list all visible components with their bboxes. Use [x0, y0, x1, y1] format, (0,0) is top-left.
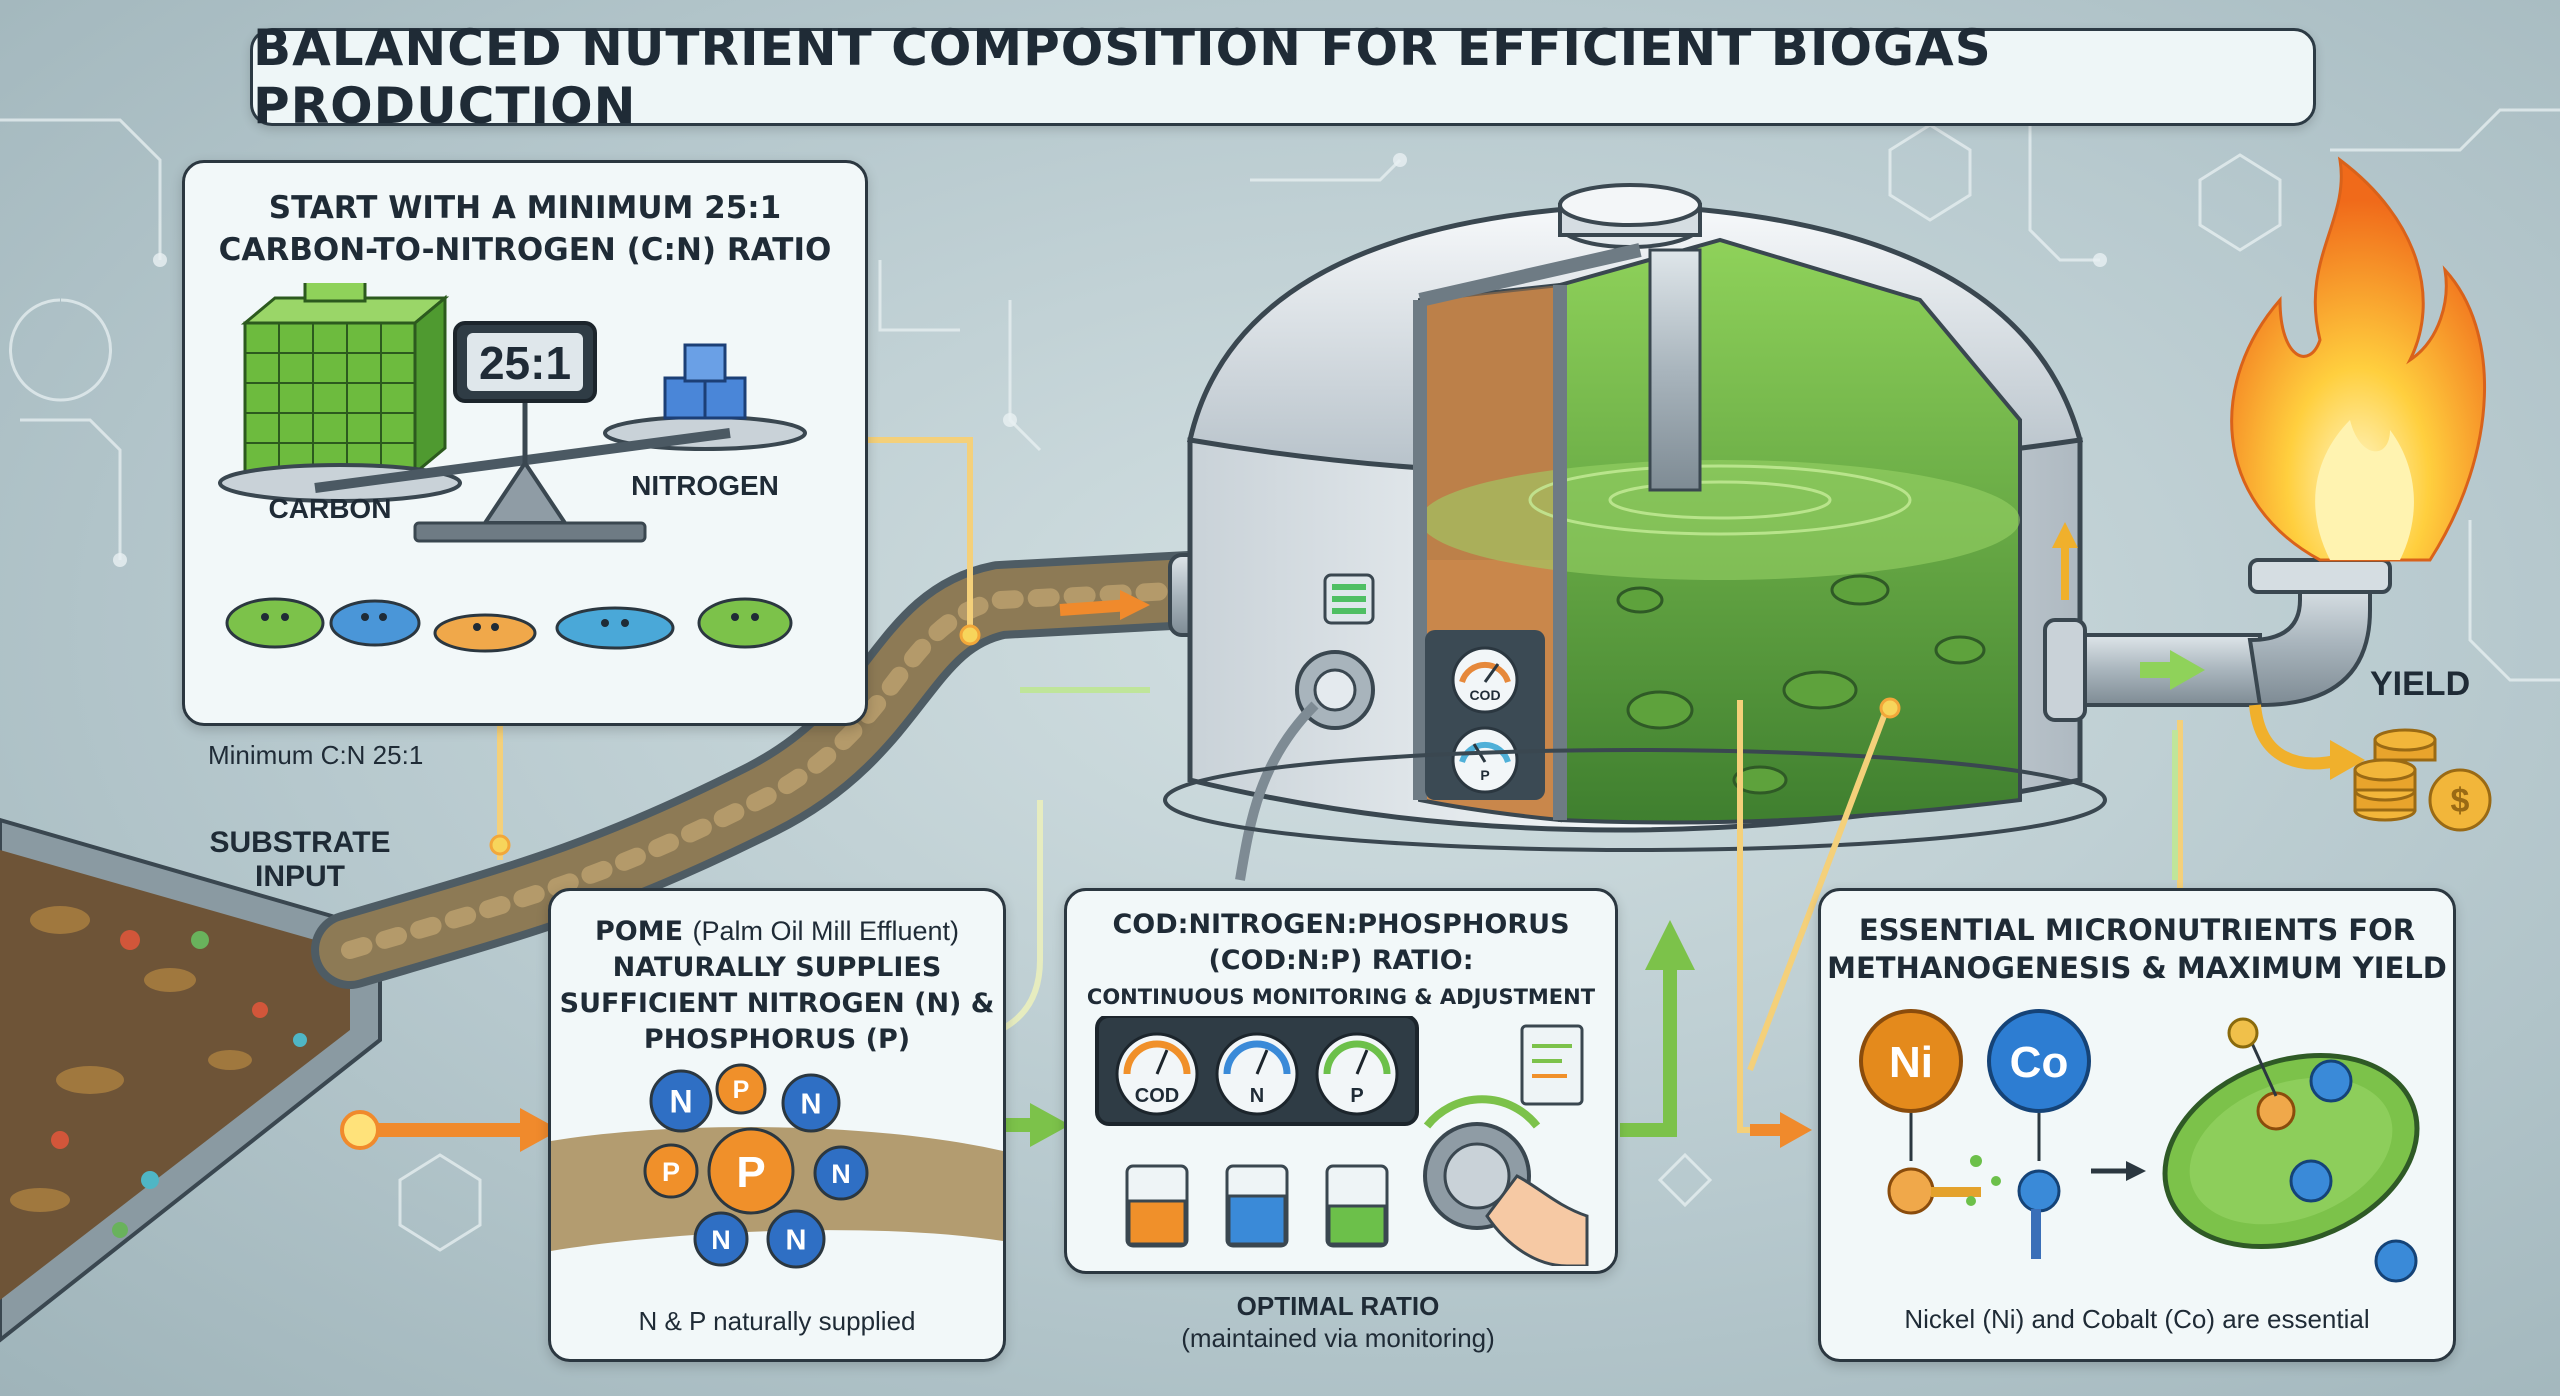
nitrogen-molecule	[781, 1073, 841, 1133]
nitrogen-molecule	[649, 1069, 713, 1133]
cn-caption: Minimum C:N 25:1	[208, 740, 424, 770]
pome-panel-heading: POME (Palm Oil Mill Effluent) NATURALLY …	[551, 913, 1003, 1058]
molecule-symbol: P	[736, 1148, 765, 1197]
carbon-cubes	[240, 283, 450, 477]
flame	[2230, 156, 2487, 562]
bacteria-row	[225, 597, 793, 653]
cn-panel-heading: START WITH A MINIMUM 25:1 CARBON-TO-NITR…	[185, 187, 865, 271]
title-banner: BALANCED NUTRIENT COMPOSITION FOR EFFICI…	[250, 19, 2316, 135]
nickel-symbol: Ni	[1889, 1038, 1933, 1087]
cn-heading-line1: START WITH A MINIMUM 25:1	[268, 190, 782, 226]
svg-text:$: $	[2451, 782, 2470, 820]
gas-outlet-pipe	[2043, 558, 2392, 722]
cn-heading-line2: CARBON-TO-NITROGEN (C:N) RATIO	[218, 232, 832, 268]
cod-panel-heading: COD:NITROGEN:PHOSPHORUS (COD:N:P) RATIO:…	[1067, 907, 1615, 1015]
nitrogen-molecule	[693, 1211, 749, 1267]
molecule-symbol: N	[786, 1225, 807, 1257]
cod-caption-line2: (maintained via monitoring)	[1181, 1323, 1495, 1353]
gauge-label: COD	[1135, 1085, 1179, 1107]
molecule-symbol: N	[669, 1083, 692, 1119]
cod-gauges: COD N P	[1115, 1032, 1399, 1116]
micro-heading-line1: ESSENTIAL MICRONUTRIENTS FOR	[1858, 913, 2416, 947]
carbon-label: CARBON	[269, 493, 392, 524]
micro-heading-line2: METHANOGENESIS & MAXIMUM YIELD	[1827, 951, 2447, 985]
nitrogen-molecule	[813, 1145, 869, 1201]
digester-tank: COD P	[1163, 183, 2107, 881]
pome-heading-expansion: (Palm Oil Mill Effluent)	[692, 916, 960, 946]
digester-gauge-p-label: P	[1480, 767, 1489, 783]
cod-panel: COD:NITROGEN:PHOSPHORUS (COD:N:P) RATIO:…	[1064, 888, 1618, 1274]
cobalt-symbol: Co	[2010, 1038, 2069, 1087]
micronutrient-panel: ESSENTIAL MICRONUTRIENTS FOR METHANOGENE…	[1818, 888, 2456, 1362]
micro-caption: Nickel (Ni) and Cobalt (Co) are essentia…	[1904, 1304, 2370, 1334]
gauge-label: N	[1250, 1085, 1264, 1107]
phosphorus-molecule	[707, 1127, 795, 1215]
ratio-display: 25:1	[479, 337, 571, 389]
coins: $	[2353, 728, 2492, 832]
digester-gauge-cod-label: COD	[1469, 687, 1500, 703]
pome-caption: N & P naturally supplied	[638, 1306, 916, 1336]
gauge-needle	[1155, 1049, 1169, 1075]
cod-caption-line1: OPTIMAL RATIO	[1236, 1291, 1440, 1321]
molecule-symbol: N	[831, 1159, 851, 1189]
pome-heading-line3: SUFFICIENT NITROGEN (N) &	[559, 988, 995, 1019]
cod-heading-line1: COD:NITROGEN:PHOSPHORUS	[1112, 909, 1570, 940]
nitrogen-label: NITROGEN	[631, 470, 779, 501]
gauge-needle	[1355, 1049, 1369, 1075]
yield-label: YIELD	[2370, 665, 2471, 703]
page-title: BALANCED NUTRIENT COMPOSITION FOR EFFICI…	[253, 19, 1992, 135]
cod-heading-line3: CONTINUOUS MONITORING & ADJUSTMENT	[1086, 985, 1596, 1009]
micronutrient-illustration: Ni Co	[1859, 1009, 2420, 1283]
micro-panel-heading: ESSENTIAL MICRONUTRIENTS FOR METHANOGENE…	[1821, 911, 2453, 987]
molecule-symbol: N	[801, 1089, 822, 1121]
phosphorus-molecule	[643, 1143, 699, 1199]
molecule-symbol: N	[711, 1225, 731, 1255]
gauge-arc	[1223, 1040, 1291, 1075]
cod-heading-line2: (COD:N:P) RATIO:	[1208, 945, 1474, 976]
gauge-needle	[1255, 1049, 1269, 1075]
pome-heading-bold: POME	[594, 916, 684, 947]
cod-caption: OPTIMAL RATIO (maintained via monitoring…	[1064, 1290, 1612, 1354]
substrate-label-line2: INPUT	[255, 860, 345, 893]
substrate-trough	[0, 817, 382, 1343]
gauge-arc	[1323, 1040, 1391, 1075]
substrate-label-line1: SUBSTRATE	[209, 826, 391, 859]
nitrogen-molecule	[766, 1209, 826, 1269]
gauge-arc	[1123, 1040, 1191, 1075]
phosphorus-molecule	[715, 1063, 767, 1115]
gauge-label: P	[1350, 1085, 1363, 1107]
pome-panel: POME (Palm Oil Mill Effluent) NATURALLY …	[548, 888, 1006, 1362]
pome-heading-line1: POME (Palm Oil Mill Effluent)	[551, 913, 1003, 950]
molecule-symbol: P	[733, 1076, 750, 1104]
nitrogen-cubes	[663, 343, 747, 420]
molecule-symbol: P	[662, 1157, 680, 1187]
cn-ratio-panel: START WITH A MINIMUM 25:1 CARBON-TO-NITR…	[182, 160, 868, 726]
pome-heading-line2: NATURALLY SUPPLIES	[612, 952, 942, 983]
substrate-input-label: SUBSTRATE INPUT	[190, 826, 410, 894]
monitoring-illustration: COD N P	[1095, 1016, 1589, 1266]
balance-scale-illustration: 25:1 CARBON NITROGEN	[218, 283, 807, 653]
pome-heading-line4: PHOSPHORUS (P)	[643, 1024, 911, 1055]
